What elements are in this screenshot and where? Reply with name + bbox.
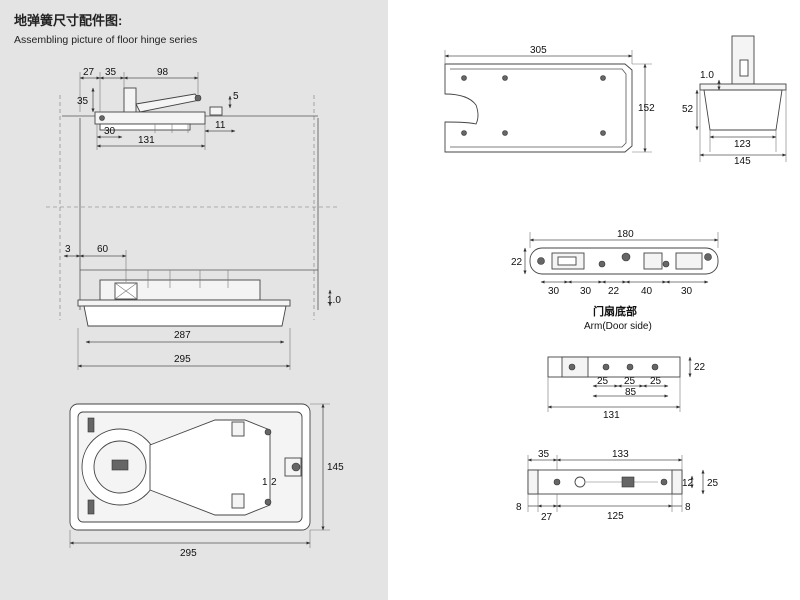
dim-arm-30-a: 30 <box>548 286 560 297</box>
marker-2: 2 <box>271 477 277 488</box>
dim-bracket-25-c: 25 <box>650 376 662 387</box>
dim-arm-40: 40 <box>641 286 653 297</box>
dim-side-1-0: 1.0 <box>700 70 714 81</box>
dim-305: 305 <box>530 45 547 56</box>
dim-1-0: 1.0 <box>327 295 341 306</box>
dim-pivot-133: 133 <box>612 449 629 460</box>
dim-arm-22-b: 22 <box>608 286 620 297</box>
dim-123: 123 <box>734 139 751 150</box>
dim-pivot-27: 27 <box>541 512 553 523</box>
dim-295-plan: 295 <box>180 548 197 559</box>
marker-1: 1 <box>262 477 268 488</box>
dim-287: 287 <box>174 330 191 341</box>
arm-caption-chinese: 门扇底部 <box>593 304 637 318</box>
arm-caption-english: Arm(Door side) <box>584 321 652 332</box>
pivot-plate: 35 133 12 25 8 27 125 8 <box>516 449 719 523</box>
dim-35-vertical: 35 <box>77 96 89 107</box>
arm-door-side: 180 22 30 30 22 40 30 门扇底部 Arm(Door side… <box>511 229 719 332</box>
dim-52: 52 <box>682 104 694 115</box>
dim-pivot-8-b: 8 <box>685 502 691 513</box>
cover-plate-top-view: 305 152 <box>444 45 655 153</box>
dim-pivot-12: 12 <box>682 478 694 489</box>
dim-35: 35 <box>105 67 117 78</box>
top-dimensions: 27 35 98 35 5 30 131 11 <box>77 67 239 150</box>
hinge-side-view: 1.0 52 123 145 <box>682 35 787 167</box>
dim-180: 180 <box>617 229 634 240</box>
dim-152: 152 <box>638 103 655 114</box>
floor-hinge-assembly <box>77 270 291 327</box>
dim-27: 27 <box>83 67 95 78</box>
dim-pivot-8-a: 8 <box>516 502 522 513</box>
mid-dimensions: 3 60 1.0 287 295 <box>63 244 341 370</box>
dim-295-mid: 295 <box>174 354 191 365</box>
title-english: Assembling picture of floor hinge series <box>14 34 198 46</box>
dim-98: 98 <box>157 67 169 78</box>
dim-bracket-25-b: 25 <box>624 376 636 387</box>
title-chinese: 地弹簧尺寸配件图: <box>14 13 123 28</box>
dim-pivot-35: 35 <box>538 449 550 460</box>
dim-30: 30 <box>104 126 116 137</box>
dim-5: 5 <box>233 91 239 102</box>
dim-arm-30-b: 30 <box>580 286 592 297</box>
dim-bracket-25-a: 25 <box>597 376 609 387</box>
dim-60: 60 <box>97 244 109 255</box>
dim-arm-30-c: 30 <box>681 286 693 297</box>
dim-131: 131 <box>138 135 155 146</box>
dim-pivot-25: 25 <box>707 478 719 489</box>
dim-bracket-131: 131 <box>603 410 620 421</box>
dim-bracket-22: 22 <box>694 362 706 373</box>
dim-3: 3 <box>65 244 71 255</box>
floor-hinge-plan: 1 2 145 295 <box>69 403 344 559</box>
dim-pivot-125: 125 <box>607 511 624 522</box>
dim-145-plan: 145 <box>327 462 344 473</box>
top-hinge-assembly <box>94 87 223 133</box>
dim-bracket-85: 85 <box>625 387 637 398</box>
dim-11: 11 <box>215 120 226 131</box>
bracket-part: 22 25 25 25 85 131 <box>547 356 706 421</box>
dim-145-side: 145 <box>734 156 751 167</box>
dim-arm-22: 22 <box>511 257 523 268</box>
